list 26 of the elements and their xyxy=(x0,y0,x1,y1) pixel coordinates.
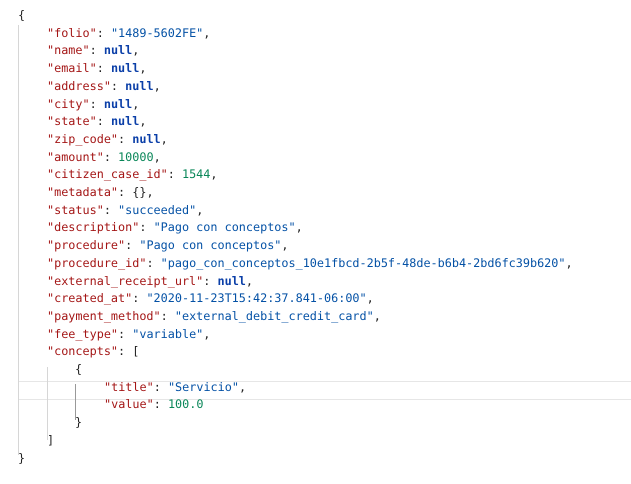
code-line: "fee_type": "variable", xyxy=(47,326,210,342)
code-line: "procedure": "Pago con conceptos", xyxy=(47,237,289,254)
code-line: "metadata": {}, xyxy=(47,184,154,200)
code-line: } xyxy=(75,414,82,430)
code-line: "description": "Pago con conceptos", xyxy=(47,219,303,236)
code-line: ] xyxy=(47,432,54,448)
code-line: "created_at": "2020-11-23T15:42:37.841-06:00", xyxy=(47,290,374,306)
code-line: "folio": "1489-5602FE", xyxy=(47,24,210,41)
code-line: "amount": 10000, xyxy=(47,148,161,165)
code-line: } xyxy=(18,450,26,466)
code-line: { xyxy=(18,7,26,23)
code-line: "status": "succeeded", xyxy=(47,202,204,218)
code-line: "title": "Servicio", xyxy=(104,378,246,395)
code-line: "payment_method": "external_debit_credit_card", xyxy=(47,308,381,324)
code-line: "value": 100.0 xyxy=(104,396,204,412)
code-line: "address": null, xyxy=(47,78,161,94)
code-line: "external_receipt_url": null, xyxy=(47,272,254,288)
code-line: "concepts": [ xyxy=(47,343,140,360)
code-line: "city": null, xyxy=(47,96,140,112)
code-line: { xyxy=(75,361,82,377)
code-line: "procedure_id": "pago_con_conceptos_10e1fbcd-2b5f-48de-b6b4-2bd6fc39b620", xyxy=(47,254,573,271)
code-line: "name": null, xyxy=(47,42,140,58)
code-line: "state": null, xyxy=(47,113,146,130)
code-line: "email": null, xyxy=(47,60,146,76)
code-line: "citizen_case_id": 1544, xyxy=(47,166,218,182)
code-line: "zip_code": null, xyxy=(47,130,168,147)
